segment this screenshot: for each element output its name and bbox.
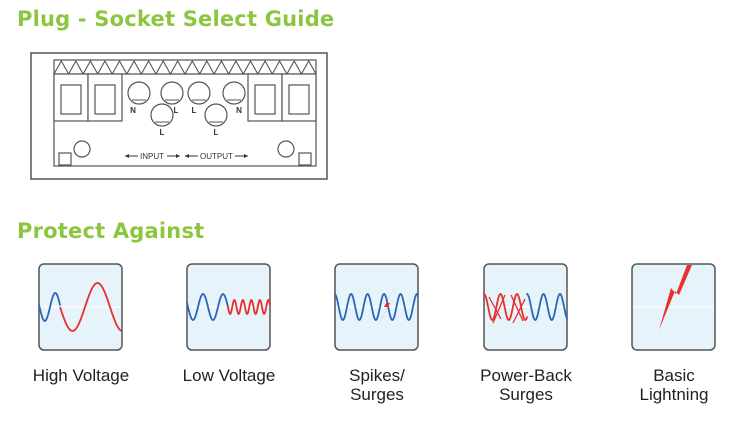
spike-bolt xyxy=(376,285,396,329)
high-voltage-wave xyxy=(59,282,123,332)
low-voltage-icon xyxy=(186,263,271,351)
caption-high-voltage: High Voltage xyxy=(32,366,130,385)
terminal-label: L xyxy=(192,106,197,115)
socket-terminal: L xyxy=(160,81,184,115)
surge-wave xyxy=(483,293,528,321)
terminal-label: L xyxy=(214,128,219,137)
normal-wave xyxy=(38,292,61,322)
socket-panel-diagram: N L L L N L INPUT OUTPUT xyxy=(30,52,330,182)
caption-power-back-surges: Power-Back Surges xyxy=(480,366,572,404)
socket-terminal: N xyxy=(127,81,151,115)
terminal-label: L xyxy=(160,128,165,137)
caption-basic-lightning: Basic Lightning xyxy=(639,366,709,404)
normal-wave xyxy=(334,293,419,321)
input-arrow-label: INPUT xyxy=(125,152,180,161)
high-voltage-icon xyxy=(38,263,123,351)
right-corner-circle xyxy=(277,140,295,158)
protect-against-title: Protect Against xyxy=(17,219,205,243)
right-corner-square xyxy=(298,152,312,166)
surge-crossings xyxy=(488,294,526,324)
socket-terminal: L xyxy=(150,103,174,137)
left-corner-circle xyxy=(73,140,91,158)
output-arrow-label: OUTPUT xyxy=(185,152,248,161)
normal-wave xyxy=(526,293,568,321)
caption-low-voltage: Low Voltage xyxy=(182,366,276,385)
low-voltage-wave xyxy=(227,298,271,316)
input-label: INPUT xyxy=(140,152,164,161)
power-back-surges-icon xyxy=(483,263,568,351)
caption-spikes-surges: Spikes/ Surges xyxy=(349,366,405,404)
socket-terminal: L xyxy=(204,103,228,137)
spikes-surges-icon xyxy=(334,263,419,351)
basic-lightning-icon xyxy=(631,263,716,351)
lightning-bolt xyxy=(659,265,692,330)
plug-socket-guide-title: Plug - Socket Select Guide xyxy=(17,7,335,31)
output-label: OUTPUT xyxy=(200,152,233,161)
normal-wave xyxy=(186,293,229,321)
socket-terminal: N xyxy=(222,81,246,115)
socket-terminal: L xyxy=(187,81,211,115)
terminal-label: L xyxy=(174,106,179,115)
left-corner-square xyxy=(58,152,72,166)
terminal-label: N xyxy=(236,106,242,115)
terminal-label: N xyxy=(130,106,136,115)
